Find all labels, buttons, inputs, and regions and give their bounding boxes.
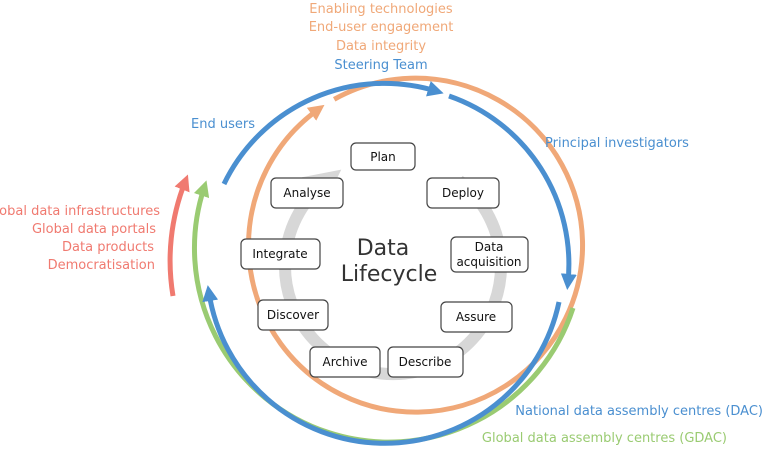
stage-assure-label: Assure — [456, 310, 496, 324]
stage-describe: Describe — [387, 346, 464, 378]
label-end-users: End users — [191, 117, 255, 132]
label-data-integrity: Data integrity — [336, 39, 426, 54]
blue-arc-right-arrow — [448, 93, 577, 290]
label-data-products: Data products — [62, 240, 154, 255]
blue-arc-bottom-arrow — [202, 285, 562, 446]
center-title-line1: Data — [357, 236, 410, 261]
stage-acquisition-label-2: acquisition — [456, 255, 521, 269]
stage-analyse-label: Analyse — [283, 186, 330, 200]
stage-analyse: Analyse — [270, 177, 344, 209]
stage-archive: Archive — [309, 346, 381, 378]
label-enabling-technologies: Enabling technologies — [309, 2, 453, 17]
label-end-user-engagement: End-user engagement — [309, 20, 454, 35]
stage-deploy-label: Deploy — [442, 186, 484, 200]
label-principal-investigators: Principal investigators — [545, 136, 689, 151]
stage-integrate: Integrate — [240, 238, 321, 270]
label-global-data-portals: Global data portals — [32, 222, 156, 237]
red-arc-arrow — [167, 174, 190, 297]
stage-deploy: Deploy — [426, 177, 500, 209]
stage-acquisition-label-1: Data — [475, 240, 504, 254]
center-title-line2: Lifecycle — [341, 262, 438, 287]
stage-data-acquisition: Data acquisition — [450, 236, 529, 273]
stage-integrate-label: Integrate — [252, 247, 307, 261]
label-global-gdac: Global data assembly centres (GDAC) — [482, 431, 727, 446]
blue-arc-top-arrow — [221, 80, 444, 186]
label-global-data-infrastructures: Global data infrastructures — [0, 204, 160, 219]
stage-archive-label: Archive — [323, 355, 368, 369]
label-national-dac: National data assembly centres (DAC) — [515, 404, 763, 419]
stage-discover: Discover — [257, 299, 329, 331]
label-democratisation: Democratisation — [48, 258, 155, 273]
label-steering-team: Steering Team — [334, 58, 427, 73]
stage-assure: Assure — [440, 301, 513, 333]
stage-describe-label: Describe — [399, 355, 452, 369]
stage-plan-label: Plan — [370, 150, 396, 164]
stage-discover-label: Discover — [267, 308, 319, 322]
stage-plan: Plan — [350, 142, 416, 171]
